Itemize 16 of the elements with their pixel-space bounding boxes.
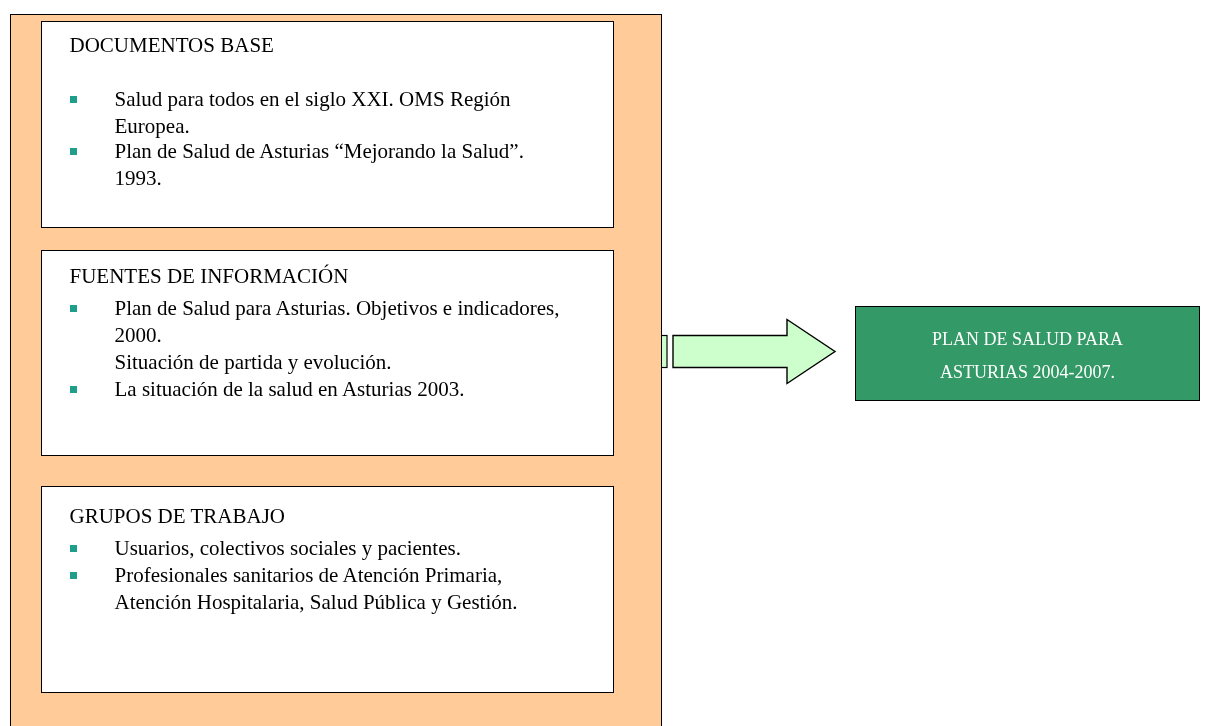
result-title: PLAN DE SALUD PARA ASTURIAS 2004-2007.: [931, 328, 1124, 384]
section-box: [40, 485, 614, 693]
bullet-text: Usuarios, colectivos sociales y pacientes.: [114, 534, 462, 562]
section-heading: FUENTES DE INFORMACIÓN: [69, 262, 349, 290]
section-heading: DOCUMENTOS BASE: [69, 31, 274, 59]
result-box: [855, 306, 1200, 401]
section-box: [40, 20, 614, 228]
bullet-text: Situación de partida y evolución.: [114, 348, 393, 376]
bullet-text: Plan de Salud de Asturias “Mejorando la Salud”. 1993.: [114, 138, 525, 192]
bullet-text: La situación de la salud en Asturias 2003.: [114, 375, 466, 403]
panel-box: [10, 14, 662, 726]
bullet-text: Salud para todos en el siglo XXI. OMS Región Europea.: [114, 85, 512, 140]
bullet-text: Profesionales sanitarios de Atención Primaria, Atención Hospitalaria, Salud Pública y Gestión.: [114, 561, 519, 616]
section-box: [40, 249, 614, 456]
bullet-text: Plan de Salud para Asturias. Objetivos e indicadores, 2000.: [114, 294, 561, 349]
section-heading: GRUPOS DE TRABAJO: [69, 502, 285, 530]
